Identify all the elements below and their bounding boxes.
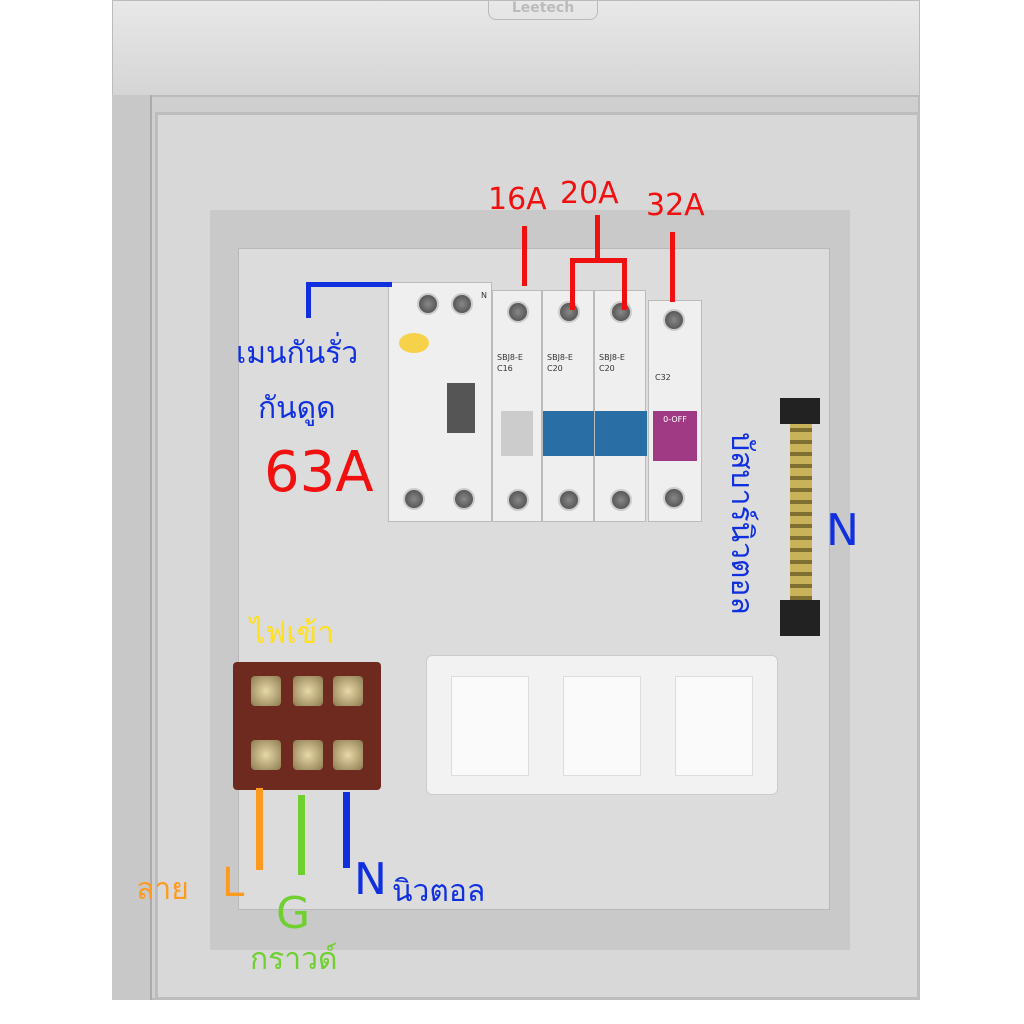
pointer-line-main <box>306 282 311 318</box>
screw-icon <box>663 487 685 509</box>
breaker-c20-1: SBJ8-E C20 <box>542 290 595 522</box>
breaker-toggle <box>595 411 647 456</box>
screw-icon <box>558 301 580 323</box>
label-16a: 16A <box>488 182 547 217</box>
breaker-c16: SBJ8-E C16 <box>492 290 542 522</box>
terminal-screw <box>333 676 363 706</box>
breaker-rating: C16 <box>497 364 513 373</box>
screw-icon <box>453 488 475 510</box>
screw-icon <box>417 293 439 315</box>
pointer-line-l <box>256 788 263 870</box>
pointer-line-20a <box>595 215 600 259</box>
terminal-screw <box>251 740 281 770</box>
breaker-toggle <box>447 383 475 433</box>
door-hinge <box>112 95 152 1000</box>
pointer-line-main <box>306 282 392 287</box>
label-63a: 63A <box>264 440 374 505</box>
busbar-holder <box>780 398 820 424</box>
socket <box>451 676 529 776</box>
pointer-line-n <box>343 792 350 868</box>
screw-icon <box>507 301 529 323</box>
pointer-line-16a <box>522 226 527 286</box>
breaker-rating: C20 <box>599 364 615 373</box>
screw-icon <box>451 293 473 315</box>
screw-icon <box>403 488 425 510</box>
pointer-line-20a <box>570 258 626 263</box>
label-32a: 32A <box>646 188 705 223</box>
label-ground: G <box>276 888 311 939</box>
screw-icon <box>610 301 632 323</box>
neutral-busbar <box>790 420 812 630</box>
breaker-rating: C20 <box>547 364 563 373</box>
brand-logo: Leetech <box>488 0 598 20</box>
breaker-rating: C32 <box>655 373 671 382</box>
label-anti-shock: กันดูด <box>258 391 336 426</box>
breaker-c32: C32 0-OFF <box>648 300 702 522</box>
test-button <box>399 333 429 353</box>
terminal-screw <box>251 676 281 706</box>
pointer-line-32a <box>670 232 675 302</box>
label-20a: 20A <box>560 176 619 211</box>
pointer-line-20a <box>570 258 575 310</box>
breaker-model: SBJ8-E <box>497 353 523 362</box>
breaker-toggle <box>543 411 595 456</box>
socket <box>563 676 641 776</box>
breaker-c20-2: SBJ8-E C20 <box>594 290 647 522</box>
neutral-mark: N <box>481 291 487 300</box>
label-busbar-n: N <box>826 505 859 556</box>
enclosure-lid <box>112 0 920 100</box>
label-busbar: บัสบาร์นิวตอล <box>723 432 759 615</box>
label-ground-th: กราวด์ <box>250 942 338 977</box>
label-main-rcbo: เมนกันรั่ว <box>236 336 359 371</box>
breaker-toggle <box>501 411 533 456</box>
pointer-line-20a <box>622 258 627 310</box>
main-rcbo-breaker: N <box>388 282 492 522</box>
terminal-screw <box>293 676 323 706</box>
label-neutral-th: นิวตอล <box>392 874 486 909</box>
socket <box>675 676 753 776</box>
breaker-toggle: 0-OFF <box>653 411 697 461</box>
pointer-line-g <box>298 795 305 875</box>
breaker-model: SBJ8-E <box>547 353 573 362</box>
screw-icon <box>507 489 529 511</box>
label-input: ไฟเข้า <box>250 616 334 651</box>
label-line-th: ลาย <box>136 872 189 907</box>
breaker-model: SBJ8-E <box>599 353 625 362</box>
label-line: L <box>222 860 245 906</box>
screw-icon <box>610 489 632 511</box>
screw-icon <box>558 489 580 511</box>
triple-power-outlet <box>426 655 778 795</box>
label-neutral: N <box>354 854 387 905</box>
terminal-screw <box>333 740 363 770</box>
screw-icon <box>663 309 685 331</box>
busbar-holder <box>780 600 820 636</box>
input-terminal-block <box>233 662 381 790</box>
terminal-screw <box>293 740 323 770</box>
